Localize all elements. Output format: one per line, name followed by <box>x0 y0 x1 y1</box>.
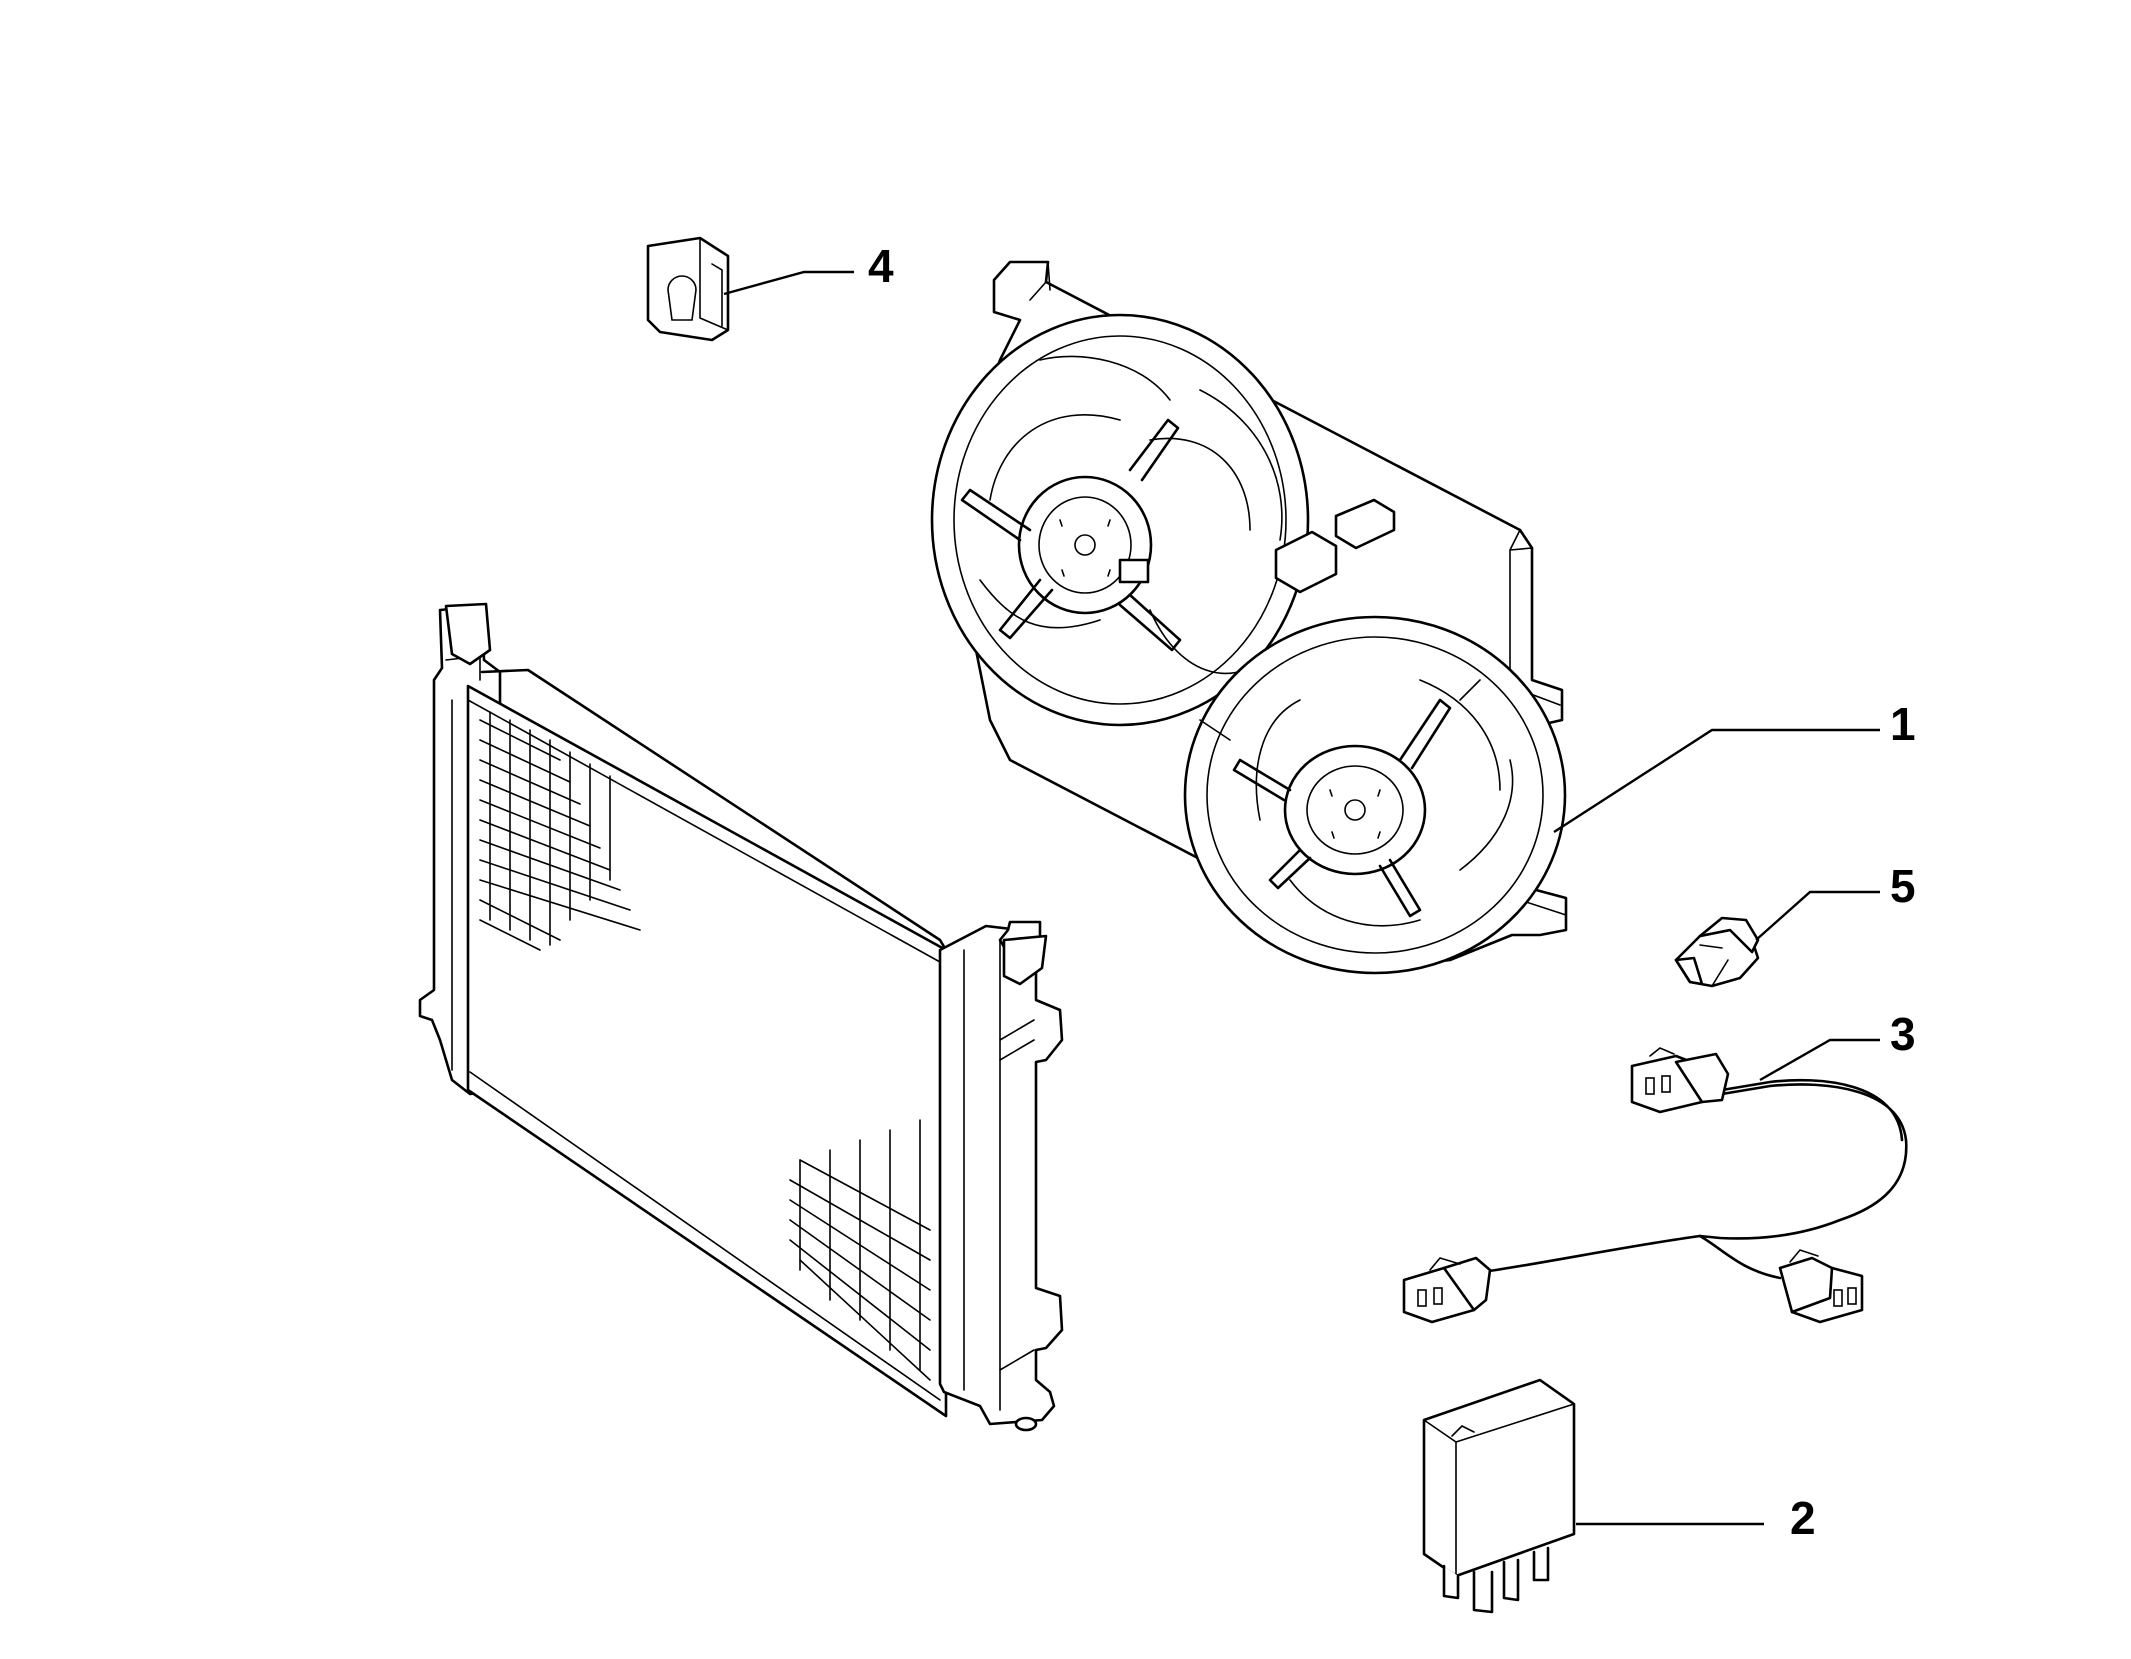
callout-2: 2 <box>1790 1492 1816 1544</box>
radiator <box>418 602 1064 1432</box>
part-2-relay <box>1422 1378 1576 1614</box>
callout-1: 1 <box>1890 698 1916 750</box>
part-3-wiring-harness <box>1402 1047 1908 1324</box>
part-4-clip <box>646 236 730 342</box>
callout-3: 3 <box>1890 1008 1916 1060</box>
part-1-fan-shroud <box>930 260 1568 975</box>
leader-5 <box>1755 890 1880 941</box>
leader-4 <box>723 270 854 296</box>
leader-3 <box>1759 1038 1880 1082</box>
callout-4: 4 <box>868 240 894 292</box>
part-5-sensor <box>1674 916 1760 988</box>
leader-1 <box>1553 728 1880 834</box>
leader-lines <box>723 270 1880 1526</box>
callout-5: 5 <box>1890 860 1916 912</box>
